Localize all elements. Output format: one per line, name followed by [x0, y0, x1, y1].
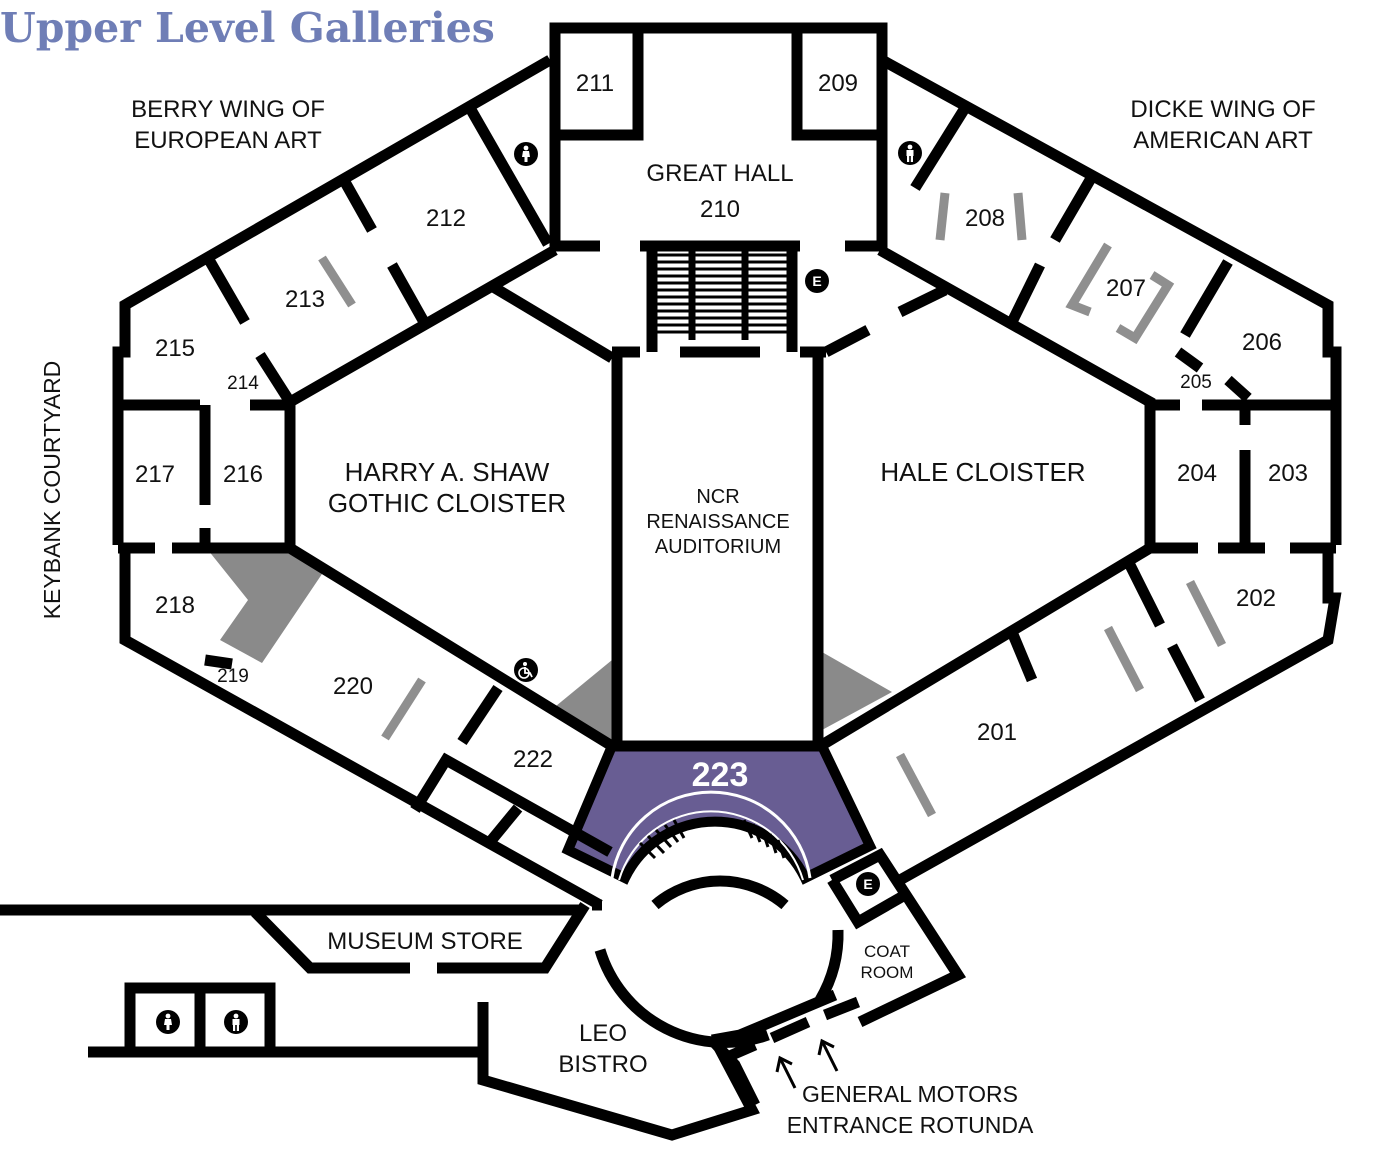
shaw-cloister-label-2[interactable]: GOTHIC CLOISTER: [328, 488, 566, 518]
entrance-label-2[interactable]: ENTRANCE ROTUNDA: [787, 1112, 1034, 1138]
coat-room-label-1[interactable]: COAT: [864, 942, 910, 961]
partitions: [318, 192, 1227, 818]
elevator-icon: E: [856, 872, 880, 896]
leo-bistro-label-1[interactable]: LEO: [579, 1020, 627, 1047]
coat-room-label-2[interactable]: ROOM: [861, 963, 914, 982]
elevator-icon: E: [805, 269, 829, 293]
gray-area-left: [556, 660, 612, 746]
room-213[interactable]: 213: [285, 286, 325, 313]
museum-store-label[interactable]: MUSEUM STORE: [327, 928, 523, 955]
room-219[interactable]: 219: [217, 666, 249, 687]
restroom-icon: [224, 1010, 248, 1034]
room-204[interactable]: 204: [1177, 460, 1217, 487]
left-wing-label-2: EUROPEAN ART: [134, 127, 322, 154]
auditorium-label-2[interactable]: RENAISSANCE: [646, 511, 789, 533]
arrow-up-icon: [775, 1055, 797, 1089]
restroom-icon: [156, 1010, 180, 1034]
room-218[interactable]: 218: [155, 592, 195, 619]
room-205[interactable]: 205: [1180, 372, 1212, 393]
room-212[interactable]: 212: [426, 205, 466, 232]
room-220[interactable]: 220: [333, 673, 373, 700]
gray-area-right: [822, 652, 892, 730]
leo-bistro-label-2[interactable]: BISTRO: [558, 1051, 647, 1078]
svg-text:E: E: [863, 876, 872, 892]
room-202[interactable]: 202: [1236, 585, 1276, 612]
wheelchair-icon: [514, 658, 538, 682]
entrance-label-1[interactable]: GENERAL MOTORS: [802, 1081, 1018, 1107]
great-hall-label[interactable]: GREAT HALL: [646, 160, 793, 187]
hale-cloister-label[interactable]: HALE CLOISTER: [880, 457, 1085, 487]
room-223-label[interactable]: 223: [692, 756, 749, 794]
left-wing-label-1: BERRY WING OF: [131, 96, 325, 123]
room-214[interactable]: 214: [227, 373, 259, 394]
auditorium-seating: [638, 819, 786, 860]
room-206[interactable]: 206: [1242, 329, 1282, 356]
map-title: Upper Level Galleries: [0, 4, 495, 52]
right-wing-label-1: DICKE WING OF: [1130, 96, 1315, 123]
shaw-cloister-label-1[interactable]: HARRY A. SHAW: [345, 457, 550, 487]
room-207[interactable]: 207: [1106, 275, 1146, 302]
room-215[interactable]: 215: [155, 335, 195, 362]
walls: [0, 22, 1342, 1141]
room-203[interactable]: 203: [1268, 460, 1308, 487]
room-216[interactable]: 216: [223, 461, 263, 488]
room-222[interactable]: 222: [513, 746, 553, 773]
restroom-icon: [514, 142, 538, 166]
gray-area-219: [208, 550, 322, 663]
grand-staircase: [652, 246, 792, 340]
room-211[interactable]: 211: [576, 70, 614, 97]
room-208[interactable]: 208: [965, 205, 1005, 232]
courtyard-label: KEYBANK COURTYARD: [39, 361, 65, 620]
room-217[interactable]: 217: [135, 461, 175, 488]
svg-text:E: E: [812, 273, 821, 289]
right-wing-label-2: AMERICAN ART: [1133, 127, 1313, 154]
arrow-up-icon: [817, 1038, 839, 1072]
auditorium-label-1[interactable]: NCR: [696, 486, 739, 508]
room-209[interactable]: 209: [818, 70, 858, 97]
room-210[interactable]: 210: [700, 196, 740, 223]
auditorium-label-3[interactable]: AUDITORIUM: [655, 536, 781, 558]
room-201[interactable]: 201: [977, 719, 1017, 746]
restroom-icon: [898, 141, 922, 165]
